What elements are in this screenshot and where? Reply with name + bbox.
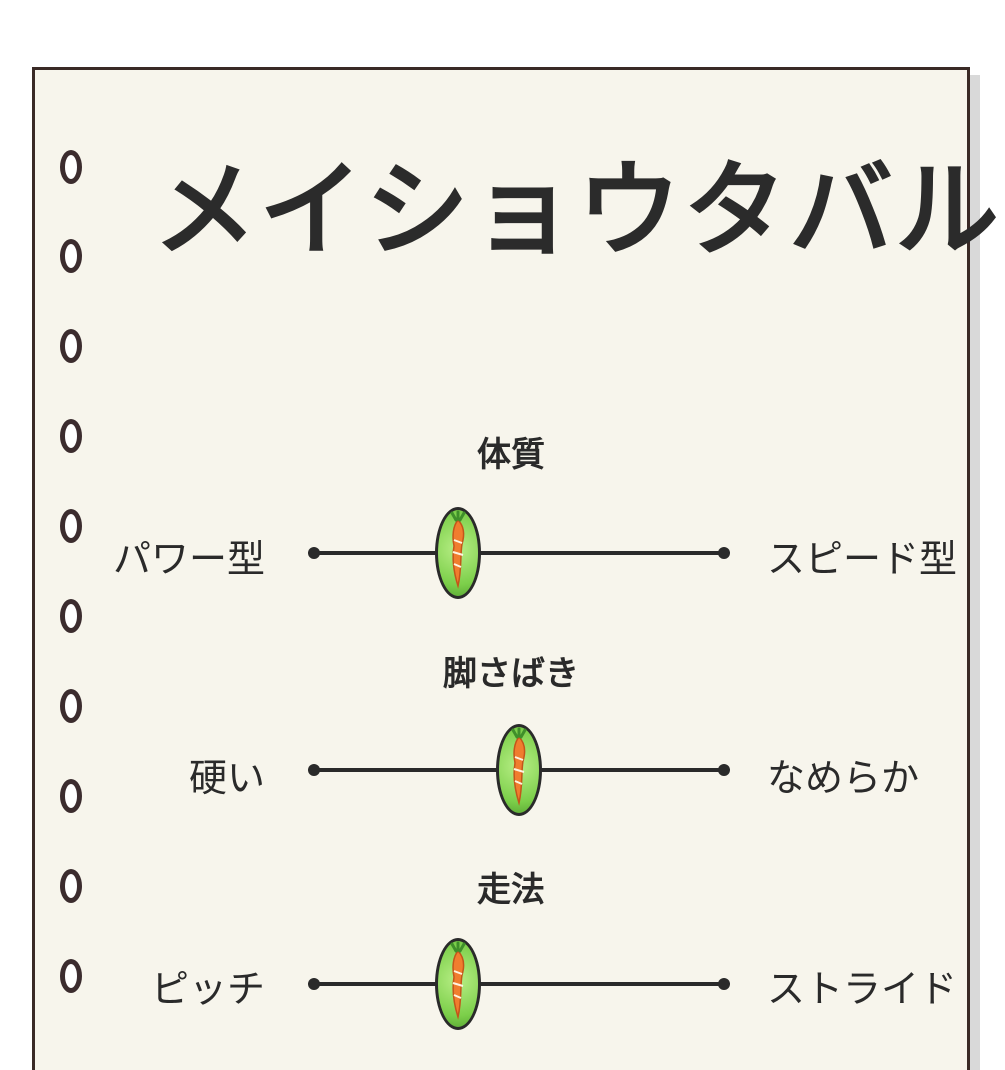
carrot-icon — [450, 941, 465, 1020]
binder-ring-icon — [60, 959, 82, 993]
page-title: メイショウタバル — [153, 149, 1002, 271]
right-label: スピード型 — [767, 537, 958, 581]
track-end-dot — [308, 547, 320, 559]
carrot-marker — [434, 507, 481, 599]
notebook-page: メイショウタバル 体質 パワー型 スピード型 脚さばき 硬い なめらか 走法 — [32, 67, 999, 1070]
binder-ring-icon — [60, 150, 82, 184]
left-label: パワー型 — [112, 537, 265, 581]
slider-track — [308, 724, 730, 816]
track-end-dot — [308, 764, 320, 776]
binder-ring-icon — [60, 329, 82, 363]
category-label: 脚さばき — [443, 654, 579, 694]
carrot-marker — [434, 938, 481, 1030]
category-label: 体質 — [477, 435, 545, 475]
binder-ring-icon — [60, 869, 82, 903]
track-end-dot — [718, 764, 730, 776]
right-label: なめらか — [767, 756, 920, 800]
category-label: 走法 — [477, 870, 545, 910]
track-end-dot — [718, 978, 730, 990]
binder-ring-icon — [60, 689, 82, 723]
binder-ring-icon — [60, 599, 82, 633]
left-label: 硬い — [188, 756, 265, 800]
track-end-dot — [308, 978, 320, 990]
carrot-icon — [450, 510, 465, 589]
track-end-dot — [718, 547, 730, 559]
binder-ring-icon — [60, 239, 82, 273]
right-label: ストライド — [767, 967, 958, 1011]
slider-track — [308, 938, 730, 1030]
carrot-icon — [511, 727, 527, 806]
binder-ring-icon — [60, 509, 82, 543]
slider-track — [308, 507, 730, 599]
carrot-marker — [496, 724, 542, 816]
binder-ring-icon — [60, 419, 82, 453]
left-label: ピッチ — [150, 967, 265, 1011]
binder-ring-icon — [60, 779, 82, 813]
